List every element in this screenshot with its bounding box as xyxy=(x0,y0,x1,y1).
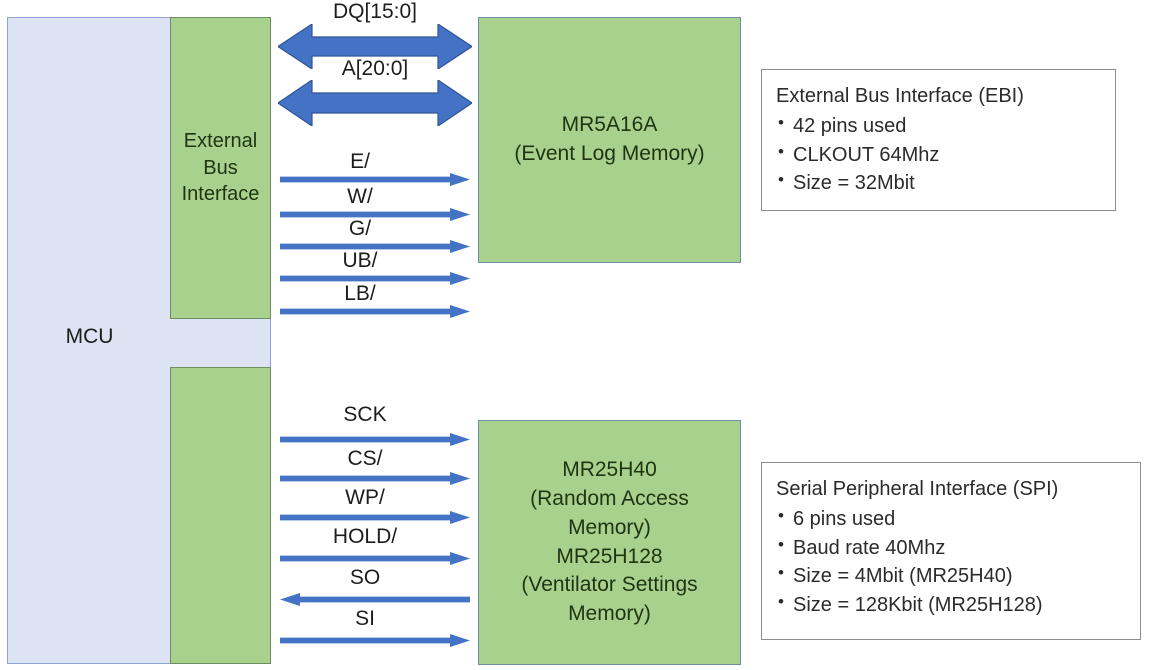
spi-note-item: 6 pins used xyxy=(776,504,1130,534)
mcu-label: MCU xyxy=(65,325,114,348)
signal-label-lb: LB/ xyxy=(344,282,376,305)
signal-label-w: W/ xyxy=(347,185,373,208)
ebi-note-item: Size = 32Mbit xyxy=(776,168,1105,198)
signal-label-ub: UB/ xyxy=(342,249,378,272)
bus-arrow-a xyxy=(278,80,472,126)
signal-arrow-g xyxy=(280,240,470,253)
event-log-memory-block: MR5A16A(Event Log Memory) xyxy=(478,17,741,263)
signal-label-hold: HOLD/ xyxy=(332,525,398,548)
ebi-note-title: External Bus Interface (EBI) xyxy=(776,85,1024,107)
signal-label-g: G/ xyxy=(348,217,372,240)
signal-arrow-cs xyxy=(280,472,470,485)
spi-note-box: Serial Peripheral Interface (SPI) 6 pins… xyxy=(761,462,1141,640)
signal-arrow-so xyxy=(280,593,470,606)
bus-label-dq: DQ[15:0] xyxy=(332,0,418,23)
signal-label-sck: SCK xyxy=(343,403,387,426)
spi-note-item: Size = 4Mbit (MR25H40) xyxy=(776,561,1130,591)
signal-label-si: SI xyxy=(355,607,375,630)
signal-arrow-sck xyxy=(280,433,470,446)
signal-arrow-e xyxy=(280,173,470,186)
signal-label-cs: CS/ xyxy=(347,447,383,470)
signal-arrow-hold xyxy=(280,552,470,565)
ebi-note-item: 42 pins used xyxy=(776,111,1105,141)
ebi-note-list: 42 pins used CLKOUT 64Mhz Size = 32Mbit xyxy=(776,111,1105,198)
ebi-note-item: CLKOUT 64Mhz xyxy=(776,140,1105,170)
signal-label-so: SO xyxy=(349,566,381,589)
spi-note-item: Baud rate 40Mhz xyxy=(776,533,1130,563)
signal-arrow-lb xyxy=(280,305,470,318)
signal-label-e: E/ xyxy=(350,150,370,173)
signal-arrow-w xyxy=(280,208,470,221)
spi-note-title: Serial Peripheral Interface (SPI) xyxy=(776,478,1059,500)
signal-arrow-si xyxy=(280,634,470,647)
bus-arrow-dq xyxy=(278,24,472,69)
spi-note-list: 6 pins used Baud rate 40Mhz Size = 4Mbit… xyxy=(776,504,1130,620)
ebi-note-box: External Bus Interface (EBI) 42 pins use… xyxy=(761,69,1116,211)
spi-interface-block xyxy=(170,367,271,664)
signal-label-wp: WP/ xyxy=(345,486,385,509)
signal-arrow-ub xyxy=(280,272,470,285)
signal-arrow-wp xyxy=(280,511,470,524)
spi-note-item: Size = 128Kbit (MR25H128) xyxy=(776,590,1130,620)
bus-label-a: A[20:0] xyxy=(341,57,409,80)
